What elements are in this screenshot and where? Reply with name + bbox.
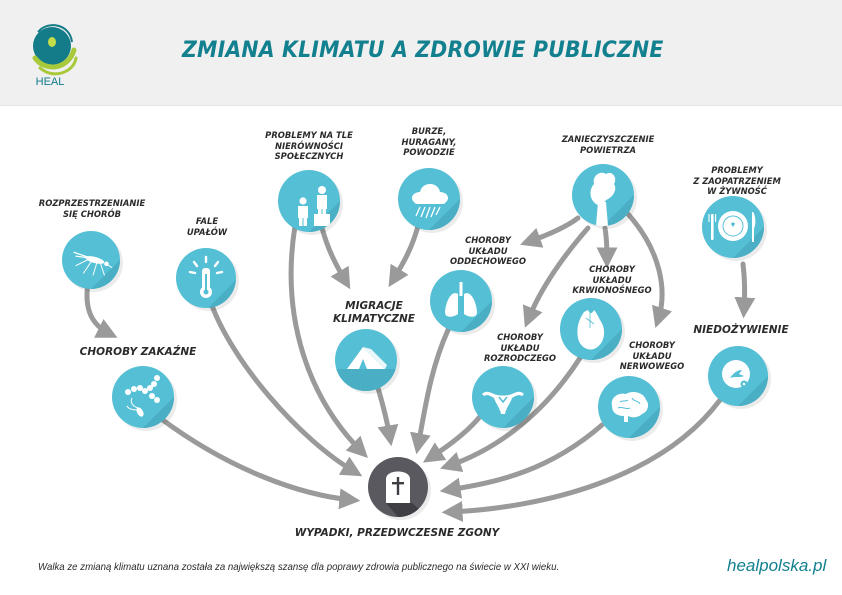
arrow-circulatory-to-deaths [440,355,583,472]
people-podium-icon [298,186,340,232]
arrow-heat-to-deaths [207,297,363,477]
brain-icon [611,392,660,438]
arrow-inequality-to-deaths [288,223,368,458]
arrow-respiratory-to-deaths [410,327,451,455]
bacteria-icon [125,375,174,428]
node-circulatory [560,298,622,360]
arrow-inequality-to-migration [319,225,351,290]
label-circulatory: CHOROBY UKŁADU KRWIONOŚNEGO [572,264,652,295]
node-malnutrition [708,346,768,406]
node-storms [398,168,460,230]
node-respiratory [430,270,492,332]
arrow-infectious-to-deaths [157,415,361,510]
node-heat-waves [176,248,236,308]
label-nervous: CHOROBY UKŁADU NERWOWEGO [619,340,685,371]
rain-cloud-icon [412,184,460,230]
arrow-food-to-malnutrition [734,261,756,319]
label-reproductive: CHOROBY UKŁADU ROZRODCZEGO [483,332,557,363]
thermometer-icon [188,255,236,308]
header-band: HEAL ZMIANA KLIMATU A ZDROWIE PUBLICZNE [0,0,842,106]
arrow-reproductive-to-deaths [422,411,485,463]
arrow-migration-to-deaths [375,385,399,447]
label-malnutrition: NIEDOŻYWIENIE [693,324,789,336]
label-disease-spread: ROZPRZESTRZENIANIE SIĘ CHORÓB [38,198,146,219]
footer-website-link[interactable]: healpolska.pl [727,556,827,575]
heart-icon [577,310,622,360]
arrow-storms-to-migration [388,223,421,288]
arrow-nervous-to-deaths [439,422,605,499]
label-air-pollution: ZANIECZYSZCZENIE POWIETRZA [561,134,655,155]
lungs-icon [445,282,492,332]
arrow-pollution-to-respiratory [520,215,581,248]
smokestack-icon [590,172,634,226]
node-nervous [598,376,660,438]
label-heat-waves: FALE UPAŁÓW [186,216,228,237]
fish-bone-plate-icon [722,360,768,406]
logo-text: HEAL [35,76,65,88]
label-deaths: WYPADKI, PRZEDWCZESNE ZGONY [294,527,500,539]
arrow-pollution-to-nervous [625,211,672,328]
label-storms: BURZE, HURAGANY, POWODZIE [401,126,457,157]
label-respiratory: CHOROBY UKŁADU ODDECHOWEGO [450,235,526,266]
node-climate-migration [335,329,397,391]
label-infectious-diseases: CHOROBY ZAKAŹNE [79,346,197,358]
node-air-pollution [572,164,634,226]
tombstone-icon [386,471,428,517]
arrow-pollution-to-reproductive [522,225,591,328]
node-disease-spread [62,231,120,289]
node-reproductive [472,366,534,428]
page-title: ZMIANA KLIMATU A ZDROWIE PUBLICZNE [182,38,664,63]
node-infectious-diseases [112,366,174,428]
heal-logo-icon [32,24,78,76]
uterus-icon [482,391,534,428]
mosquito-icon [73,251,120,289]
node-deaths [368,457,428,517]
node-social-inequality [278,170,340,232]
plate-cutlery-icon [708,211,764,258]
label-social-inequality: PROBLEMY NA TLE NIERÓWNOŚCI SPOŁECZNYCH [265,130,353,161]
footer-caption: Walka ze zmianą klimatu uznana została z… [38,561,560,573]
arrow-pollution-to-circulatory [596,225,618,269]
label-climate-migration: MIGRACJE KLIMATYCZNE [333,300,415,326]
tent-icon [335,347,397,391]
node-food-supply [702,196,764,258]
label-food-supply: PROBLEMY Z ZAOPATRZENIEM W ŻYWNOŚĆ [693,165,781,196]
arrow-malnutrition-to-deaths [441,397,723,522]
arrow-disease-spread-to-infectious [84,280,118,338]
